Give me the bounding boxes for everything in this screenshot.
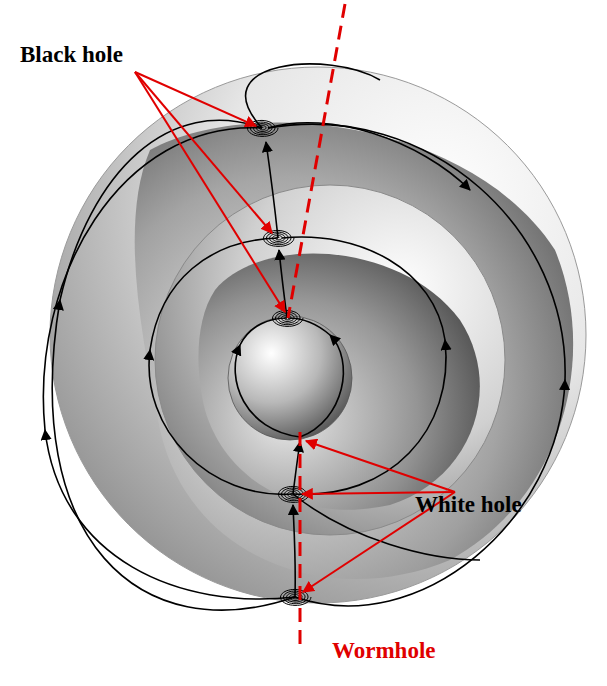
spiral [248,120,279,136]
wormhole-axis [299,432,302,652]
wormhole-axis [288,4,345,318]
callout-label: White hole [413,492,524,517]
middle-shell-cut [198,254,479,510]
inner-sphere [228,316,352,440]
callout-label: Black hole [18,42,125,67]
spiral [264,230,295,246]
middle-shell [155,185,505,535]
flow-lines [43,64,565,610]
leader-arrows [135,72,455,592]
callout-label: Wormhole [330,638,438,663]
spiral [281,589,312,605]
outer-shell-cut [135,123,573,579]
